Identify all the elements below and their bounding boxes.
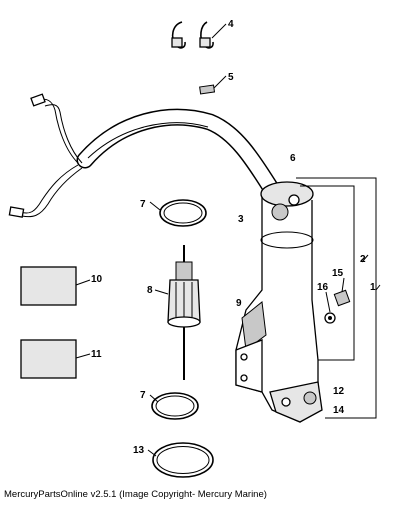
- callout-7-upper: 7: [140, 199, 146, 210]
- motor-housing: [235, 177, 381, 423]
- screw-part: [199, 75, 227, 95]
- callout-4: 4: [228, 19, 234, 30]
- armature-part: [154, 245, 201, 380]
- brush-clips-part: [171, 21, 227, 49]
- callout-9: 9: [236, 298, 242, 309]
- callout-15: 15: [332, 268, 344, 279]
- pad-part-10: [20, 266, 91, 306]
- callout-11: 11: [91, 349, 102, 360]
- pad-part-11: [20, 339, 91, 379]
- callout-7-lower: 7: [140, 390, 146, 401]
- bolt-washer-part: [324, 277, 351, 324]
- callout-16: 16: [317, 282, 329, 293]
- o-ring-lower-part: [149, 392, 199, 420]
- callout-2: 2: [360, 254, 366, 265]
- callout-10: 10: [91, 274, 103, 285]
- large-o-ring-part: [147, 442, 214, 478]
- callout-1: 1: [370, 282, 376, 293]
- wiring-harness: [8, 93, 281, 218]
- callout-5: 5: [228, 72, 234, 83]
- callout-13: 13: [133, 445, 145, 456]
- callout-6: 6: [290, 153, 296, 164]
- o-ring-upper-part: [149, 199, 207, 227]
- callout-14: 14: [333, 405, 345, 416]
- image-caption: MercuryPartsOnline v2.5.1 (Image Copyrig…: [4, 489, 267, 500]
- callout-12: 12: [333, 386, 345, 397]
- callout-3: 3: [238, 214, 244, 225]
- callout-8: 8: [147, 285, 153, 296]
